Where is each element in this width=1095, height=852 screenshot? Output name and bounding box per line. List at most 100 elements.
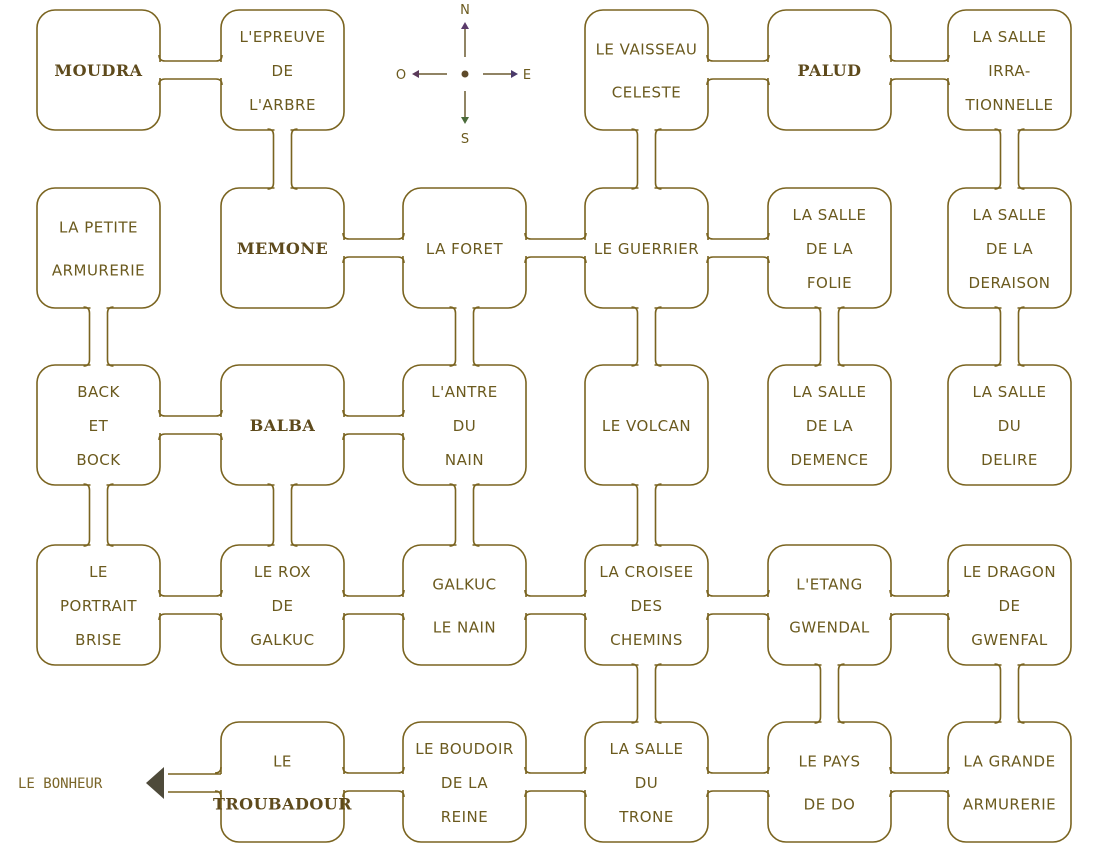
room-label-line: ARMURERIE bbox=[963, 796, 1056, 814]
corridor-opening bbox=[341, 597, 406, 613]
room-label-line: PALUD bbox=[798, 61, 862, 80]
room-vaisseau-celeste[interactable] bbox=[584, 9, 709, 131]
exit-to-bonheur[interactable]: LE BONHEUR bbox=[18, 767, 221, 799]
corridor-walls bbox=[158, 409, 223, 441]
corridor-salle-folie-salle-demence bbox=[814, 305, 845, 368]
corridor-opening bbox=[90, 305, 107, 368]
corridor-opening bbox=[523, 774, 588, 790]
corridor-pays-do-grande-armurerie bbox=[888, 766, 951, 798]
corridor-balba-rox-galkuc bbox=[267, 482, 298, 548]
corridor-walls bbox=[158, 589, 223, 621]
compass-south-label: S bbox=[461, 132, 469, 147]
room-label-line: TROUBADOUR bbox=[213, 795, 352, 814]
corridor-walls bbox=[631, 483, 662, 547]
room-label-line: LA SALLE bbox=[610, 740, 684, 758]
west-arrowhead-icon bbox=[412, 70, 419, 78]
room-label-line: IRRA- bbox=[988, 62, 1031, 80]
corridor-opening bbox=[456, 482, 473, 548]
room-troubadour[interactable] bbox=[220, 721, 345, 843]
room-box bbox=[584, 9, 709, 131]
corridor-walls bbox=[158, 54, 223, 86]
corridor-walls bbox=[83, 306, 114, 367]
corridor-galkuc-nain-croisee-chemins bbox=[523, 589, 588, 621]
room-etang-gwendal[interactable] bbox=[767, 544, 892, 666]
corridor-walls bbox=[889, 54, 950, 86]
corridor-walls bbox=[994, 306, 1025, 367]
room-grande-armurerie[interactable] bbox=[947, 721, 1072, 843]
room-label-line: FOLIE bbox=[807, 274, 852, 292]
room-galkuc-nain[interactable] bbox=[402, 544, 527, 666]
room-box bbox=[767, 721, 892, 843]
room-label-line: DERAISON bbox=[968, 274, 1050, 292]
corridor-salle-deraison-salle-delire bbox=[994, 305, 1025, 368]
room-box bbox=[947, 721, 1072, 843]
room-label-line: LA SALLE bbox=[793, 206, 867, 224]
corridor-vaisseau-celeste-guerrier bbox=[631, 127, 662, 191]
room-label-line: BOCK bbox=[76, 451, 121, 469]
room-label-line: LA FORET bbox=[426, 240, 504, 258]
corridor-opening bbox=[523, 597, 588, 613]
corridor-opening bbox=[274, 127, 291, 191]
corridor-dragon-gwenfal-grande-armurerie bbox=[994, 662, 1025, 725]
room-box bbox=[36, 187, 161, 309]
corridor-back-et-bock-portrait-brise bbox=[83, 482, 114, 548]
corridor-walls bbox=[994, 128, 1025, 190]
corridor-opening bbox=[638, 482, 655, 548]
north-arrowhead-icon bbox=[461, 22, 469, 29]
room-label-line: DELIRE bbox=[981, 451, 1038, 469]
corridor-opening bbox=[821, 305, 838, 368]
corridor-antre-nain-galkuc-nain bbox=[449, 482, 480, 548]
corridor-walls bbox=[706, 54, 770, 86]
corridor-opening bbox=[218, 774, 224, 790]
corridor-walls bbox=[631, 128, 662, 190]
corridor-opening bbox=[456, 305, 473, 368]
room-label-line: LA PETITE bbox=[59, 219, 138, 237]
corridor-croisee-chemins-etang-gwendal bbox=[705, 589, 771, 621]
room-petite-armurerie[interactable] bbox=[36, 187, 161, 309]
corridor-walls bbox=[814, 663, 845, 724]
room-label-line: ARMURERIE bbox=[52, 262, 145, 280]
corridor-guerrier-volcan bbox=[631, 305, 662, 368]
room-label-line: GWENDAL bbox=[789, 619, 870, 637]
corridor-portrait-brise-rox-galkuc bbox=[157, 589, 224, 621]
compass-west-label: O bbox=[396, 68, 406, 83]
corridor-opening bbox=[821, 662, 838, 725]
corridor-walls bbox=[706, 232, 770, 264]
corridor-salle-trone-pays-do bbox=[705, 766, 771, 798]
room-label-line: GALKUC bbox=[250, 631, 314, 649]
room-label-line: LA SALLE bbox=[973, 206, 1047, 224]
corridor-vaisseau-celeste-palud bbox=[705, 54, 771, 86]
room-label-line: NAIN bbox=[445, 451, 484, 469]
corridor-back-et-bock-balba bbox=[157, 409, 224, 441]
corridor-balba-antre-nain bbox=[341, 409, 406, 441]
corridor-croisee-chemins-salle-trone bbox=[631, 662, 662, 725]
room-label-line: MEMONE bbox=[237, 239, 328, 258]
room-label-line: DE LA bbox=[806, 240, 853, 258]
corridor-epreuve-arbre-memone bbox=[267, 127, 298, 191]
room-pays-do[interactable] bbox=[767, 721, 892, 843]
room-label-line: LE DRAGON bbox=[963, 563, 1056, 581]
corridor-walls bbox=[449, 483, 480, 547]
room-label-line: DE LA bbox=[806, 417, 853, 435]
corridor-opening bbox=[705, 597, 771, 613]
corridor-walls bbox=[524, 589, 587, 621]
room-label-line: LA CROISEE bbox=[599, 563, 693, 581]
room-label-line: PORTRAIT bbox=[60, 597, 137, 615]
room-label-line: DE DO bbox=[804, 796, 856, 814]
room-label-line: LA SALLE bbox=[973, 383, 1047, 401]
room-label-line: REINE bbox=[441, 808, 489, 826]
corridor-opening bbox=[638, 662, 655, 725]
corridor-memone-foret bbox=[341, 232, 406, 264]
room-label-line: DE bbox=[271, 597, 293, 615]
room-label-line: L'ETANG bbox=[796, 576, 863, 594]
room-box bbox=[220, 721, 345, 843]
corridor-opening bbox=[888, 62, 951, 78]
corridor-walls bbox=[342, 409, 405, 441]
corridor-opening bbox=[888, 597, 951, 613]
corridor-opening bbox=[341, 417, 406, 433]
room-label-line: CELESTE bbox=[612, 84, 681, 102]
room-label-line: L'EPREUVE bbox=[239, 28, 325, 46]
corridor-walls bbox=[342, 766, 405, 798]
room-label-line: BRISE bbox=[75, 631, 122, 649]
